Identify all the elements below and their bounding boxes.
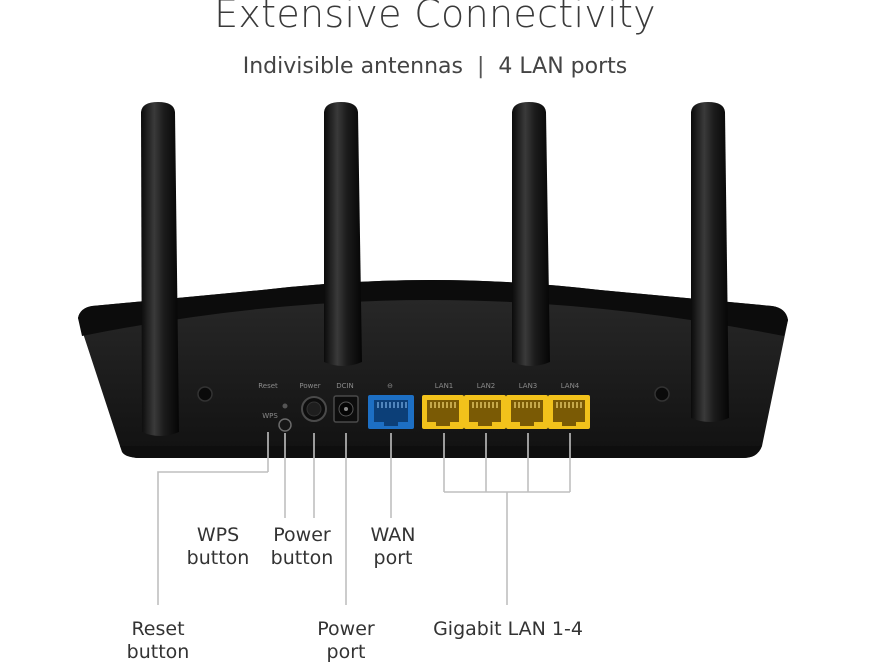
- callout-power-button-line2: button: [270, 547, 334, 569]
- reset-pinhole[interactable]: [282, 403, 288, 409]
- callout-power-port: Power port: [317, 618, 374, 664]
- wan-port[interactable]: [368, 395, 414, 429]
- panel-label-lan2: LAN2: [477, 382, 496, 390]
- callout-wan-line1: WAN: [370, 524, 416, 546]
- callout-reset-button: Reset button: [127, 618, 190, 664]
- panel-label-lan4: LAN4: [561, 382, 580, 390]
- callout-reset-line1: Reset: [131, 618, 185, 640]
- subtitle-lan-ports: 4 LAN ports: [498, 54, 628, 79]
- lan-port-3[interactable]: [506, 395, 548, 429]
- antenna-4: [691, 102, 729, 422]
- lan-port-4[interactable]: [548, 395, 590, 429]
- antenna-1: [141, 102, 179, 436]
- panel-label-wan: ⊖: [387, 382, 393, 390]
- leader-reset: [157, 471, 268, 605]
- callout-power-button-line1: Power: [273, 524, 331, 546]
- subtitle-antennas: Indivisible antennas: [242, 54, 463, 79]
- panel-label-dcin: DCIN: [336, 382, 354, 390]
- page-subtitle: Indivisible antennas | 4 LAN ports: [0, 54, 870, 79]
- callout-wps-line1: WPS: [196, 524, 240, 546]
- subtitle-separator: |: [477, 54, 485, 79]
- callout-power-button: Power button: [271, 524, 334, 570]
- callout-power-port-line1: Power: [317, 618, 375, 640]
- callout-wan-port: WAN port: [371, 524, 416, 570]
- lan-port-1[interactable]: [422, 395, 464, 429]
- panel-label-wps: WPS: [262, 412, 278, 420]
- screw-hole-left: [197, 386, 213, 402]
- power-port[interactable]: [333, 395, 359, 423]
- callout-wps-line2: button: [186, 547, 250, 569]
- panel-label-lan3: LAN3: [519, 382, 538, 390]
- callout-reset-line2: button: [126, 641, 190, 663]
- callout-wan-line2: port: [373, 547, 413, 569]
- lan-port-2[interactable]: [464, 395, 506, 429]
- page-title: Extensive Connectivity: [214, 0, 656, 36]
- callout-power-port-line2: port: [326, 641, 366, 663]
- leader-lan: [443, 433, 571, 605]
- power-button[interactable]: [301, 396, 327, 422]
- antenna-3: [512, 102, 550, 366]
- wps-button[interactable]: [278, 418, 292, 432]
- screw-hole-right: [654, 386, 670, 402]
- antenna-2: [324, 102, 362, 366]
- panel-label-power: Power: [299, 382, 320, 390]
- callout-wps-button: WPS button: [187, 524, 250, 570]
- callout-gigabit-lan: Gigabit LAN 1-4: [433, 618, 583, 640]
- panel-label-lan1: LAN1: [435, 382, 454, 390]
- router-body: [78, 280, 788, 458]
- panel-label-reset: Reset: [258, 382, 278, 390]
